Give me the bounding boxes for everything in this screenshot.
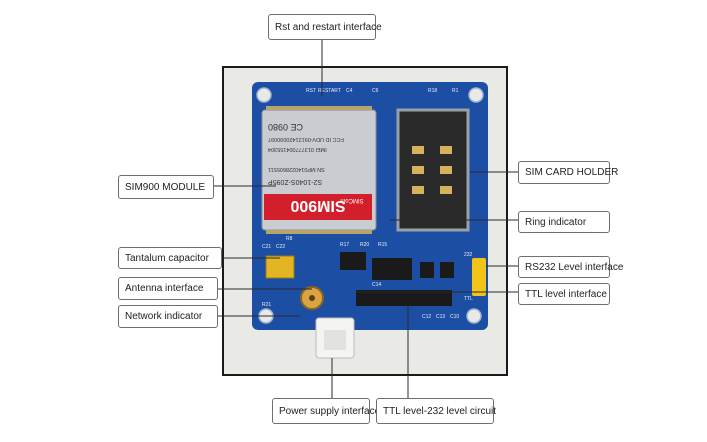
silk-c4: C4 [346, 88, 353, 94]
mount-hole-tl [256, 87, 272, 103]
silk-c22: C22 [276, 244, 285, 250]
chip-line-2: FCC ID UDV-09121420090097 [268, 136, 344, 142]
mount-hole-tr [468, 87, 484, 103]
chip-brand: SIMCom [340, 197, 363, 203]
label-sim-card-holder: SIM CARD HOLDER [518, 161, 618, 184]
label-rst-interface: Rst and restart interface [268, 14, 382, 40]
label-rs232-interface: RS232 Level interface [518, 256, 623, 278]
chip-line-3: IMEI 013777004155304 [268, 146, 327, 152]
chip-line-4: SN MP0140228605511 [268, 166, 325, 172]
rs232-header [472, 258, 486, 296]
label-sim900-module: SIM900 MODULE [118, 175, 214, 199]
chip-pins [266, 106, 372, 234]
regulator-ic [340, 252, 366, 270]
label-tantalum-capacitor: Tantalum capacitor [118, 247, 222, 269]
label-network-indicator: Network indicator [118, 305, 218, 328]
ttl-pin-header [356, 290, 452, 306]
tantalum-cap [265, 255, 295, 279]
power-connector-slot [324, 330, 346, 350]
silk-c6: C6 [372, 88, 379, 94]
label-power-supply: Power supply interface [272, 398, 380, 424]
label-ring-indicator: Ring indicator [518, 211, 610, 233]
sma-center [309, 295, 315, 301]
chip-red-banner [264, 194, 372, 220]
silk-r15: R15 [378, 242, 387, 248]
label-antenna-interface: Antenna interface [118, 277, 218, 300]
silk-r20: R20 [360, 242, 369, 248]
silk-r8: R8 [286, 236, 293, 242]
silk-c12: C12 [422, 314, 431, 320]
silk-c13: C13 [436, 314, 445, 320]
silk-r17: R17 [340, 242, 349, 248]
leader-lines [214, 40, 518, 398]
level-shifter-ic [372, 258, 412, 280]
silk-c10: C10 [450, 314, 459, 320]
mount-hole-br [466, 308, 482, 324]
silk-r1: R1 [452, 88, 459, 94]
sim-holder [396, 108, 470, 232]
chip-line-5: S2-1040S-Z095P [268, 178, 322, 185]
silk-r21: R21 [262, 302, 271, 308]
chip-line-1: CE 0980 [268, 122, 303, 132]
label-ttl-232-circuit: TTL level-232 level circuit [376, 398, 496, 424]
silk-rst: RST [306, 88, 316, 94]
silk-c14: C14 [372, 282, 381, 288]
silk-restart: RESTART [318, 88, 341, 94]
chip-logo: SIM900 [290, 197, 345, 214]
silk-c21: C21 [262, 244, 271, 250]
small-ic-a [420, 262, 434, 278]
small-ic-b [440, 262, 454, 278]
silk-232: 232 [464, 252, 473, 258]
sim-contacts [412, 146, 452, 194]
silk-r18: R18 [428, 88, 437, 94]
label-ttl-interface: TTL level interface [518, 283, 610, 305]
silk-ttl: TTL [464, 296, 473, 302]
